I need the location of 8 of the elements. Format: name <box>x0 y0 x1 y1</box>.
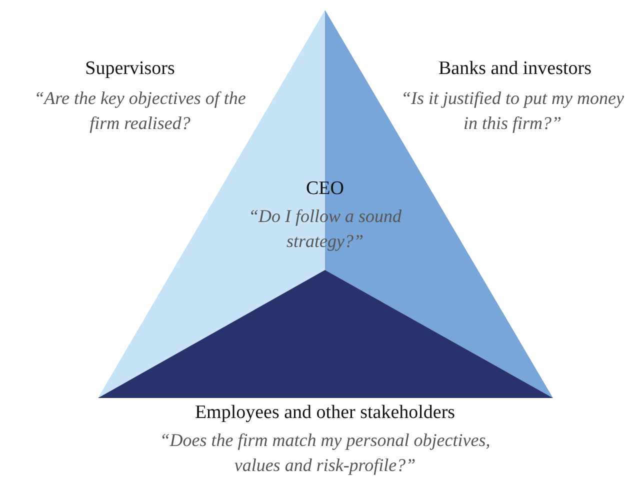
heading: Supervisors <box>84 57 176 81</box>
quote-text: “Does the firm match my personal objectives, values and risk-profile?” <box>158 429 492 477</box>
quote-text: “Do I follow a sound strategy?” <box>247 205 403 253</box>
quote-text: “Is it justified to put my money in this firm?” <box>400 87 625 135</box>
quote-text: “Are the key objectives of the firm realised? <box>33 87 247 135</box>
heading: Employees and other stakeholders <box>194 401 456 425</box>
heading: CEO <box>305 177 345 201</box>
heading: Banks and investors <box>437 57 593 81</box>
